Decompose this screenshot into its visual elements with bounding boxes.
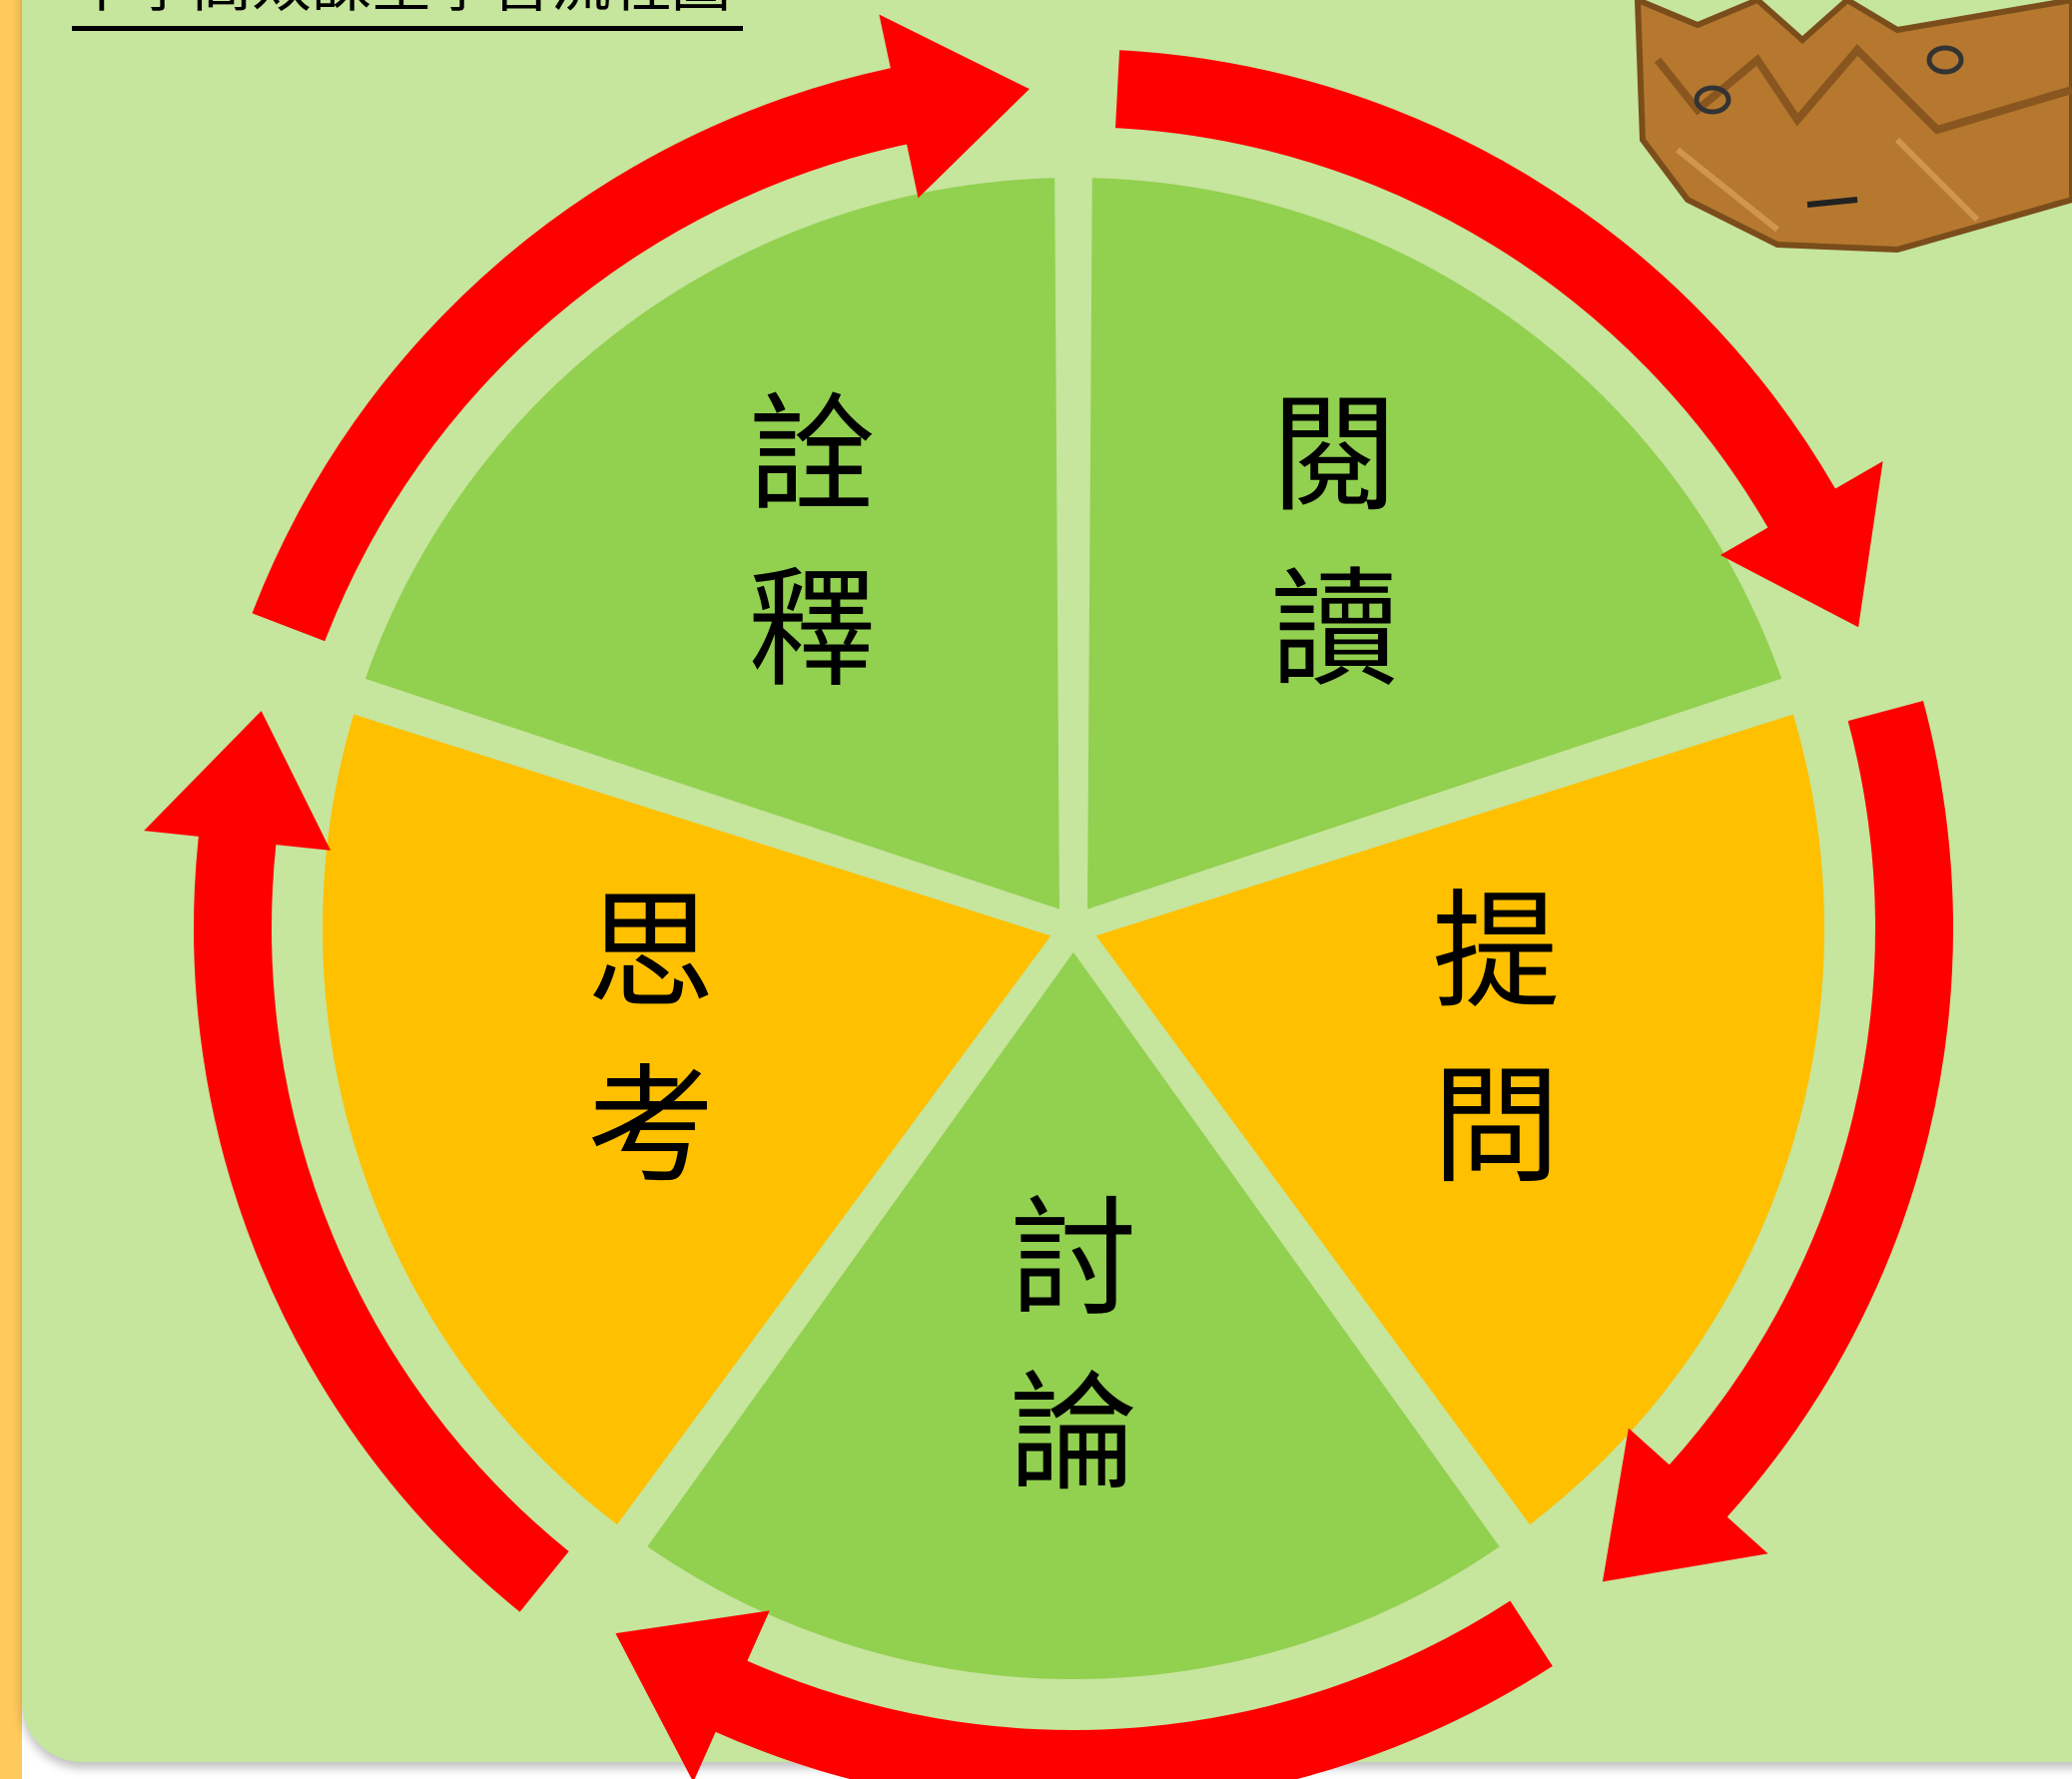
- segment-label-3: 討論: [1010, 1185, 1137, 1508]
- segment-wedge-5: [357, 172, 1066, 918]
- cycle-arrow-5: [252, 14, 1030, 642]
- cycle-arrow-2: [1602, 700, 1953, 1582]
- segment-wedge-1: [1080, 172, 1789, 918]
- cycle-wedges: [317, 172, 1830, 1685]
- segment-wedge-4: [317, 706, 1061, 1533]
- left-border-strip: [0, 0, 22, 1779]
- cycle-arrow-1: [1115, 50, 1883, 628]
- cycle-arrows: [144, 14, 1953, 1779]
- segment-wedge-3: [638, 941, 1509, 1685]
- segment-wedge-2: [1085, 706, 1830, 1533]
- segment-label-1: 閱讀: [1271, 381, 1399, 705]
- crown-picture: [1634, 0, 2072, 254]
- cycle-arrow-3: [615, 1600, 1553, 1779]
- cycle-arrow-4: [144, 711, 569, 1612]
- segment-label-5: 詮釋: [748, 381, 876, 705]
- segment-label-2: 提問: [1432, 879, 1560, 1202]
- segment-label-4: 思考: [587, 879, 715, 1202]
- diagram-title: 中學高效課堂學習流程圖: [72, 0, 743, 31]
